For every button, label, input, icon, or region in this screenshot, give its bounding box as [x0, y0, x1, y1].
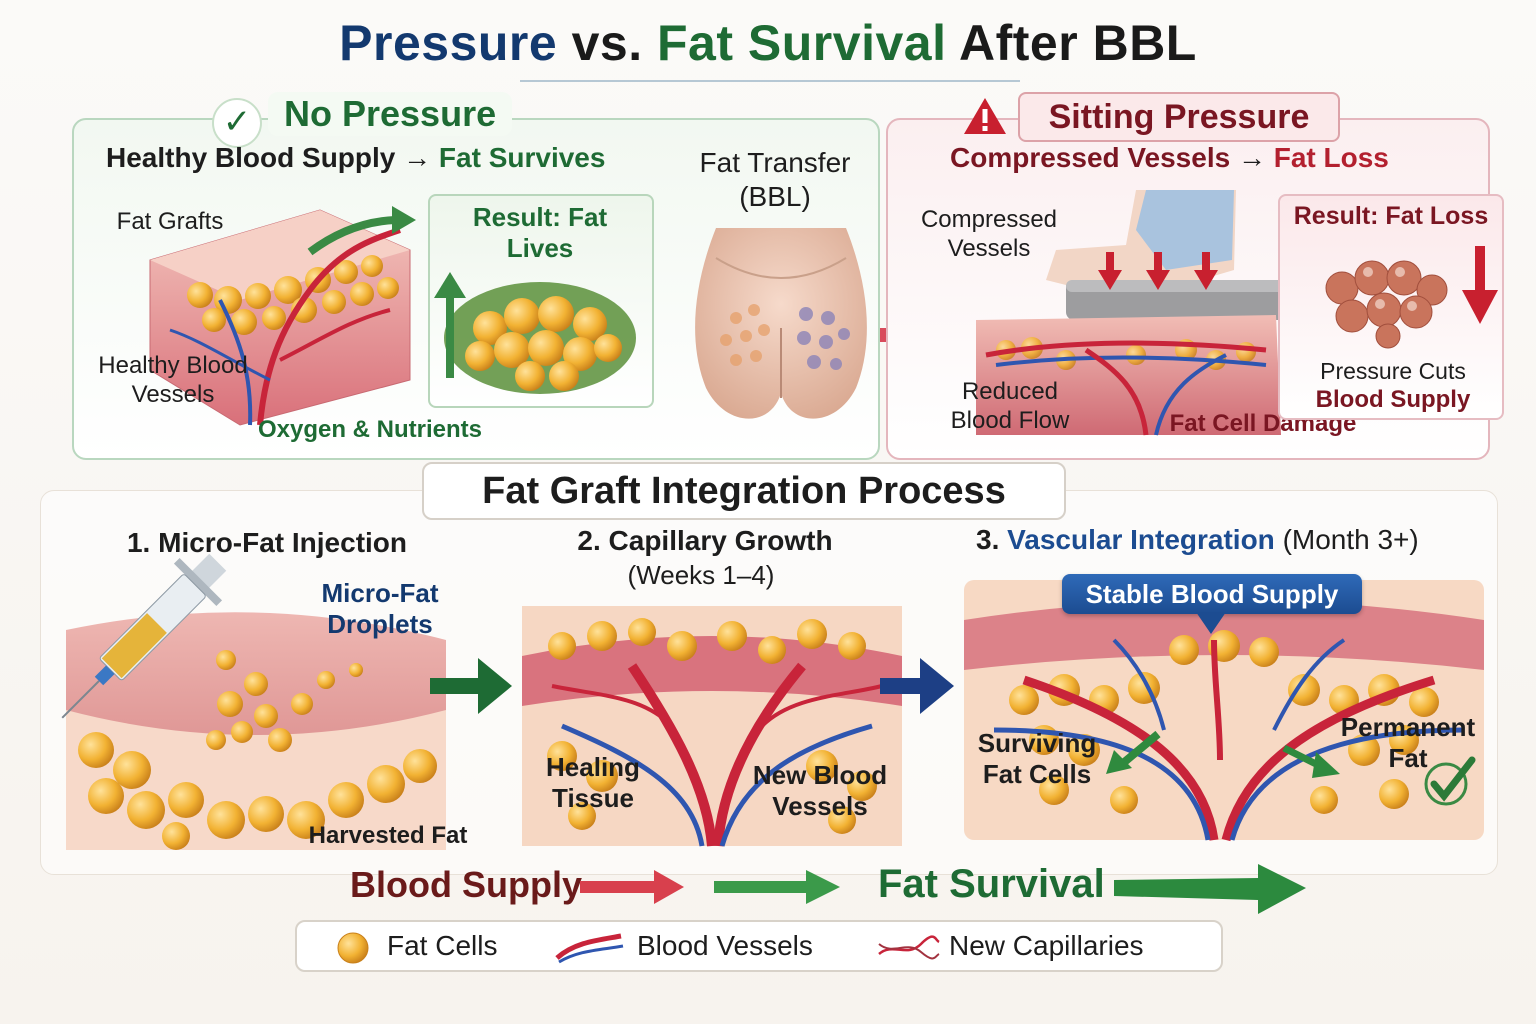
subtitle-fat-loss: Fat Loss [1273, 142, 1389, 173]
title-vs: vs. [571, 15, 643, 71]
title-after-bbl: After BBL [959, 15, 1197, 71]
legend: Fat Cells Blood Vessels New Capillaries [295, 920, 1223, 972]
step3-number: 3. [976, 524, 1000, 555]
arrow-right-icon: → [1237, 142, 1274, 173]
title-fat-survival: Fat Survival [657, 15, 947, 71]
blood-supply-note-label: Blood Supply [1315, 386, 1471, 413]
compressed-subtitle: Compressed Vessels → Fat Loss [950, 142, 1389, 174]
sitting-pressure-heading: Sitting Pressure [1018, 92, 1340, 142]
step2-timing: (Weeks 1–4) [627, 560, 775, 590]
syringe-icon [61, 553, 227, 719]
step1-tissue-illustration [66, 612, 446, 850]
fat-grafts-label: Fat Grafts [116, 208, 224, 235]
subtitle-compressed-vessels: Compressed Vessels [950, 142, 1231, 173]
surviving-fat-cells-label: Surviving Fat Cells [977, 728, 1097, 789]
fat-transfer-label: Fat Transfer (BBL) [699, 147, 851, 212]
compressed-vessels-label: Compressed Vessels [920, 206, 1058, 262]
stable-blood-supply-badge: Stable Blood Supply [1062, 574, 1362, 614]
new-blood-vessels-label: New Blood Vessels [752, 760, 888, 821]
right-green-arrow-icon [1282, 744, 1340, 778]
legend-blood-vessels: Blood Vessels [637, 930, 813, 961]
checkmark-icon: ✓ [212, 98, 262, 148]
flow-fat-survival: Fat Survival [878, 862, 1105, 906]
down-arrow-icon [1462, 246, 1498, 324]
healthy-supply-subtitle: Healthy Blood Supply → Fat Survives [106, 142, 605, 174]
title-pressure: Pressure [339, 15, 558, 71]
step2-tissue-illustration [522, 606, 902, 847]
warning-icon [964, 98, 1006, 134]
damaged-fat-cluster-icon [1325, 260, 1448, 349]
buttocks-illustration [695, 228, 867, 419]
permanent-check-icon [1424, 756, 1476, 806]
subtitle-healthy-supply: Healthy Blood Supply [106, 142, 396, 173]
subtitle-fat-survives: Fat Survives [438, 142, 606, 173]
permanent-fat-label: Permanent Fat [1340, 712, 1476, 773]
arrow-step2-to-3-icon [880, 658, 954, 714]
step3-title: 3. Vascular Integration (Month 3+) [976, 524, 1476, 556]
flow-blood-supply: Blood Supply [350, 864, 582, 905]
step1-title: 1. Micro-Fat Injection [126, 527, 408, 558]
harvested-fat-label: Harvested Fat [308, 822, 468, 849]
step2-title: 2. Capillary Growth [577, 525, 833, 556]
result-fat-lives-label: Result: Fat Lives [472, 202, 608, 263]
arrow-step1-to-2-icon [430, 658, 512, 714]
badge-pointer-icon [1196, 612, 1226, 634]
legend-new-capillaries: New Capillaries [949, 930, 1144, 961]
sitting-tissue-illustration [976, 190, 1286, 436]
reduced-flow-label: Reduced Blood Flow [950, 378, 1070, 434]
up-arrow-icon [434, 272, 466, 378]
title-underline [520, 80, 1020, 82]
left-green-arrow-icon [1106, 730, 1161, 774]
fat-cell-legend-icon [337, 932, 369, 964]
flow-arrows-icon [580, 864, 1306, 914]
oxygen-nutrients-label: Oxygen & Nutrients [257, 416, 483, 443]
arrow-right-icon: → [403, 142, 439, 173]
micro-fat-droplets-label: Micro-Fat Droplets [321, 578, 439, 639]
healthy-vessels-label: Healthy Blood Vessels [98, 352, 248, 408]
legend-fat-cells: Fat Cells [387, 930, 498, 961]
healing-tissue-label: Healing Tissue [546, 752, 640, 813]
healthy-fat-cluster-icon [444, 282, 636, 394]
result-fat-loss-label: Result: Fat Loss [1293, 202, 1489, 230]
step3-timing: (Month 3+) [1282, 524, 1419, 555]
process-title: Fat Graft Integration Process [422, 462, 1066, 520]
page-title: Pressure vs. Fat Survival After BBL [0, 14, 1536, 72]
growth-arrow-icon [307, 206, 416, 256]
blood-vessels-legend-icon [555, 933, 624, 964]
pressure-cuts-label: Pressure Cuts [1320, 358, 1466, 384]
new-capillaries-legend-icon [878, 935, 940, 960]
no-pressure-heading: No Pressure [268, 92, 513, 136]
step3-tissue-illustration [964, 580, 1484, 842]
step3-main-title: Vascular Integration [1007, 524, 1275, 555]
